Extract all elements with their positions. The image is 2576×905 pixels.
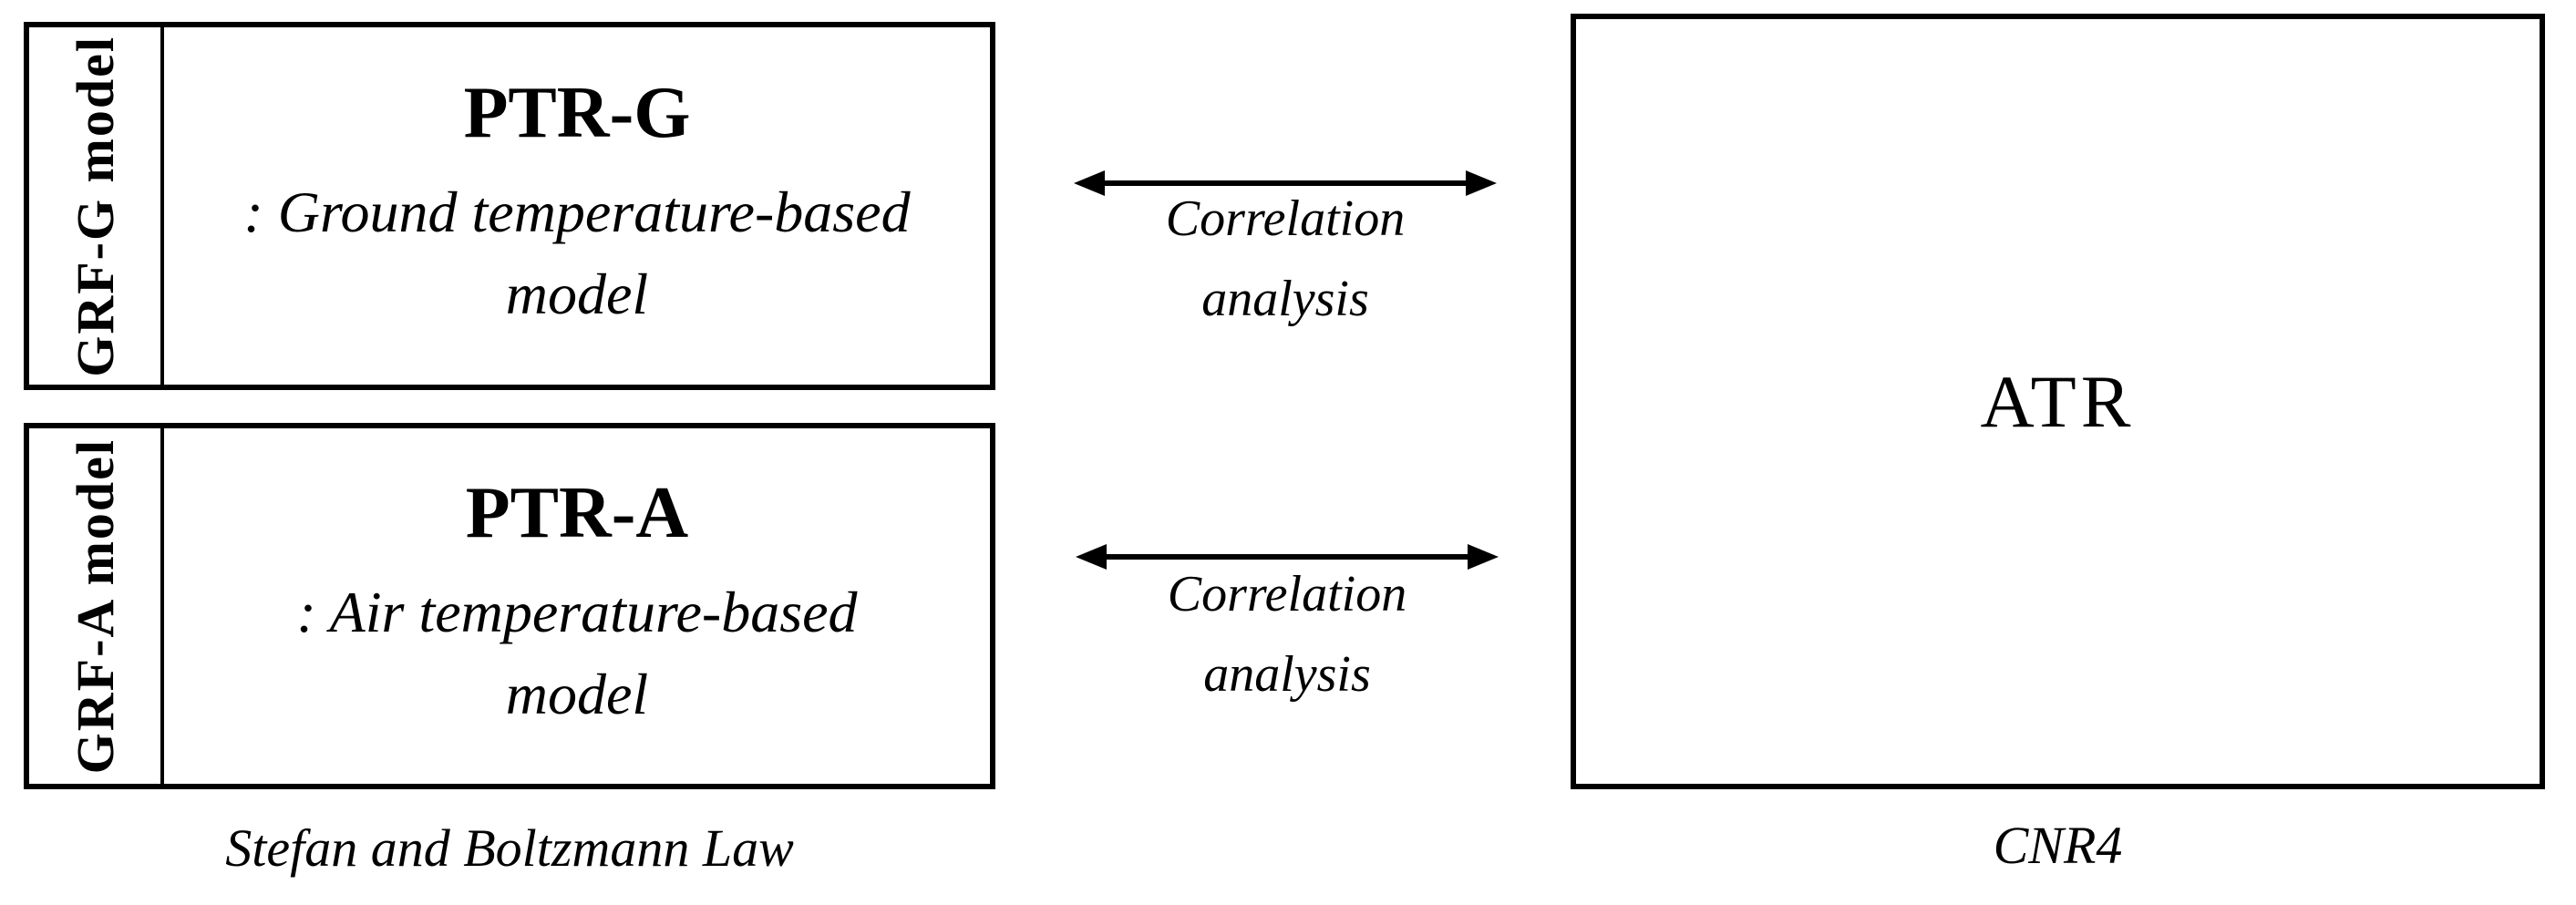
ptr-a-description: : Air temperature-based model bbox=[297, 571, 858, 735]
left-caption: Stefan and Boltzmann Law bbox=[225, 818, 794, 878]
grf-a-side-label: GRF-A model bbox=[65, 437, 125, 775]
atr-box: ATR bbox=[1571, 14, 2545, 789]
atr-title: ATR bbox=[1980, 359, 2136, 443]
ptr-g-description-line1: : Ground temperature-based bbox=[243, 180, 911, 244]
ptr-a-description-line2: model bbox=[505, 662, 649, 726]
double-arrow-top-icon bbox=[1074, 170, 1497, 196]
top-arrow-label: Correlation analysis bbox=[1074, 179, 1497, 339]
ptr-a-title: PTR-A bbox=[465, 473, 689, 553]
bottom-arrow-label: Correlation analysis bbox=[1076, 554, 1499, 715]
ptr-g-content: PTR-G : Ground temperature-based model bbox=[164, 27, 990, 385]
top-arrow-label-line1: Correlation bbox=[1165, 190, 1406, 247]
grf-g-side-cell: GRF-G model bbox=[29, 27, 164, 385]
ptr-g-description-line2: model bbox=[505, 262, 649, 326]
bottom-arrow-label-line1: Correlation bbox=[1167, 566, 1407, 622]
ptr-a-content: PTR-A : Air temperature-based model bbox=[164, 428, 990, 784]
grf-g-model-box: GRF-G model PTR-G : Ground temperature-b… bbox=[24, 22, 995, 390]
right-caption: CNR4 bbox=[1993, 816, 2123, 875]
grf-g-side-label: GRF-G model bbox=[65, 35, 125, 377]
grf-a-side-cell: GRF-A model bbox=[29, 428, 164, 784]
ptr-g-description: : Ground temperature-based model bbox=[243, 171, 910, 335]
top-arrow-label-line2: analysis bbox=[1201, 271, 1369, 327]
grf-a-model-box: GRF-A model PTR-A : Air temperature-base… bbox=[24, 423, 995, 789]
ptr-a-description-line1: : Air temperature-based bbox=[296, 580, 858, 644]
bottom-arrow-label-line2: analysis bbox=[1203, 646, 1371, 703]
ptr-g-title: PTR-G bbox=[463, 73, 691, 153]
double-arrow-bottom-icon bbox=[1076, 544, 1499, 570]
